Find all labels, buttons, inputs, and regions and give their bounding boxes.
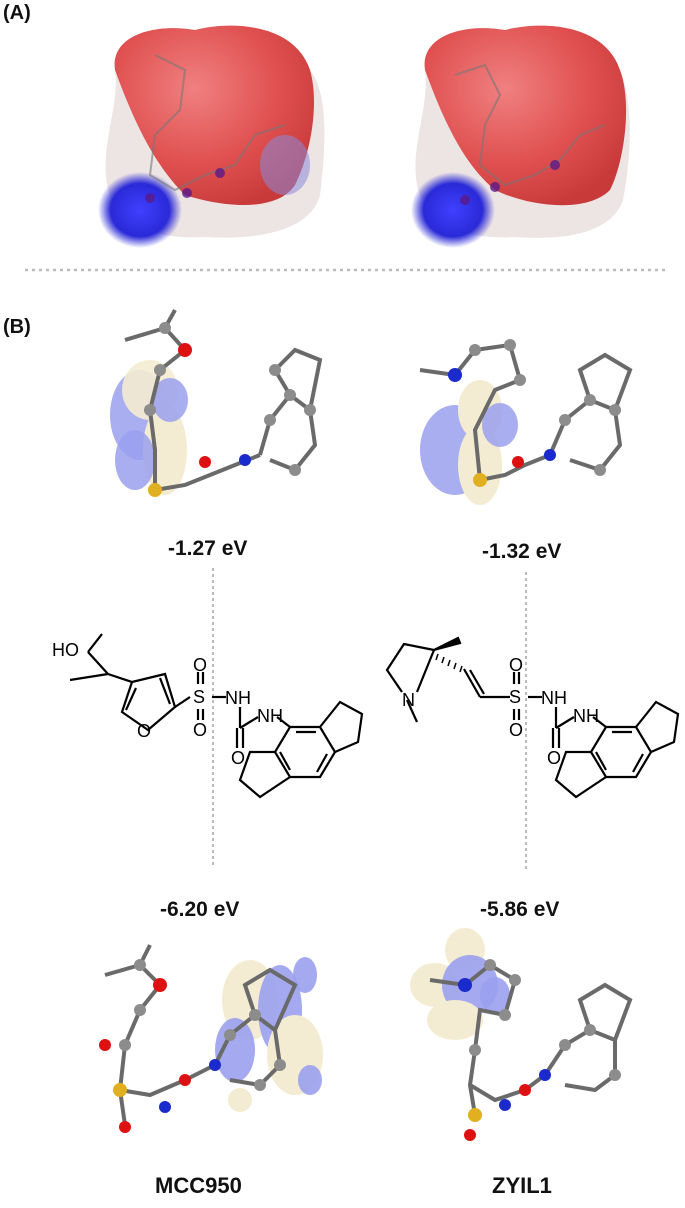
molecule-name-zyil1: ZYIL1 — [492, 1173, 552, 1198]
homo-energy-zyil1: -5.86 eV — [480, 898, 560, 921]
lumo-orbital-mcc950 — [110, 309, 323, 497]
orbital-lobes — [420, 380, 518, 505]
label-amine-2: NH — [573, 706, 599, 726]
structure-zyil1: N S O O NH O NH — [385, 636, 680, 799]
connector-zyil1 — [525, 572, 527, 872]
label-amine-1: NH — [225, 688, 251, 708]
molecule-name-mcc950: MCC950 — [155, 1173, 242, 1198]
label-hydroxyl: HO — [52, 640, 79, 660]
panel-a-label: (A) — [3, 2, 31, 24]
label-nitrogen: N — [402, 690, 415, 710]
panel-b-label: (B) — [3, 316, 31, 338]
label-carbonyl-oxygen: O — [547, 748, 561, 768]
homo-orbital-zyil1 — [410, 928, 633, 1141]
structure-mcc950: HO O S O O NH O NH — [52, 633, 364, 799]
label-furan-oxygen: O — [137, 721, 151, 741]
label-amine-1: NH — [541, 688, 567, 708]
connector-mcc950 — [212, 568, 214, 868]
label-sulfonyl-oxygen-bottom: O — [193, 720, 207, 740]
panel-divider — [25, 268, 665, 272]
lumo-energy-mcc950: -1.27 eV — [168, 537, 248, 560]
esp-surface-mcc950 — [98, 25, 325, 248]
label-amine-2: NH — [257, 706, 283, 726]
orbital-lobes — [110, 360, 188, 495]
label-sulfonyl-oxygen-bottom: O — [509, 720, 523, 740]
label-sulfonyl-oxygen-top: O — [193, 655, 207, 675]
esp-surface-zyil1 — [411, 25, 630, 248]
lumo-orbital-zyil1 — [419, 339, 633, 505]
label-sulfur: S — [509, 687, 521, 707]
lumo-energy-zyil1: -1.32 eV — [482, 540, 562, 563]
homo-energy-mcc950: -6.20 eV — [160, 898, 240, 921]
label-sulfonyl-oxygen-top: O — [509, 655, 523, 675]
homo-orbital-mcc950 — [99, 944, 323, 1133]
label-carbonyl-oxygen: O — [231, 748, 245, 768]
label-sulfur: S — [193, 687, 205, 707]
